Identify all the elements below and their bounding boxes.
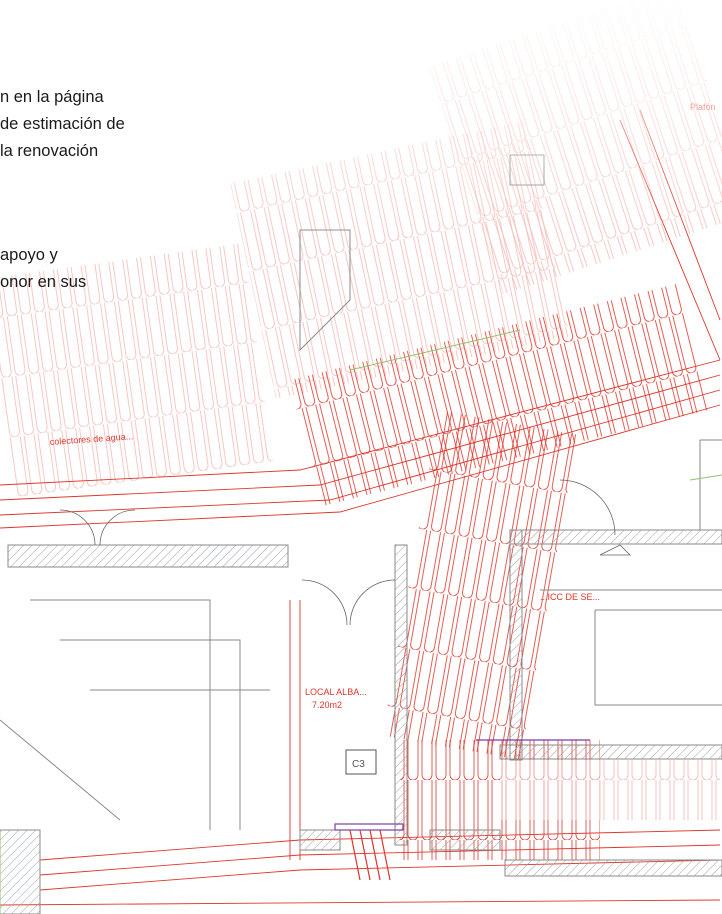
manifold: C3 [334,739,590,881]
markers [599,544,631,556]
text-paragraph-2: apoyo y onor en sus [0,242,86,296]
paragraph-2-line-2: onor en sus [0,273,87,291]
zone-label: ...ICC DE SE... [540,592,600,602]
walls [0,154,722,914]
doors [59,479,616,626]
green-lines [0,329,722,914]
dimension-label: Plafón [690,102,716,112]
text-paragraph-1: n en la página de estimación de la renov… [0,84,125,165]
mid-loops [289,283,720,860]
room-area-label: 7.20m2 [312,700,342,710]
paragraph-1-line-3: la renovación [0,142,99,160]
paragraph-2-line-1: apoyo y [0,246,58,264]
room-label: LOCAL ALBA... [305,687,367,697]
paragraph-1-line-1: n en la página [0,88,104,106]
box-label: C3 [352,759,365,770]
paragraph-1-line-2: de estimación de [0,115,125,133]
